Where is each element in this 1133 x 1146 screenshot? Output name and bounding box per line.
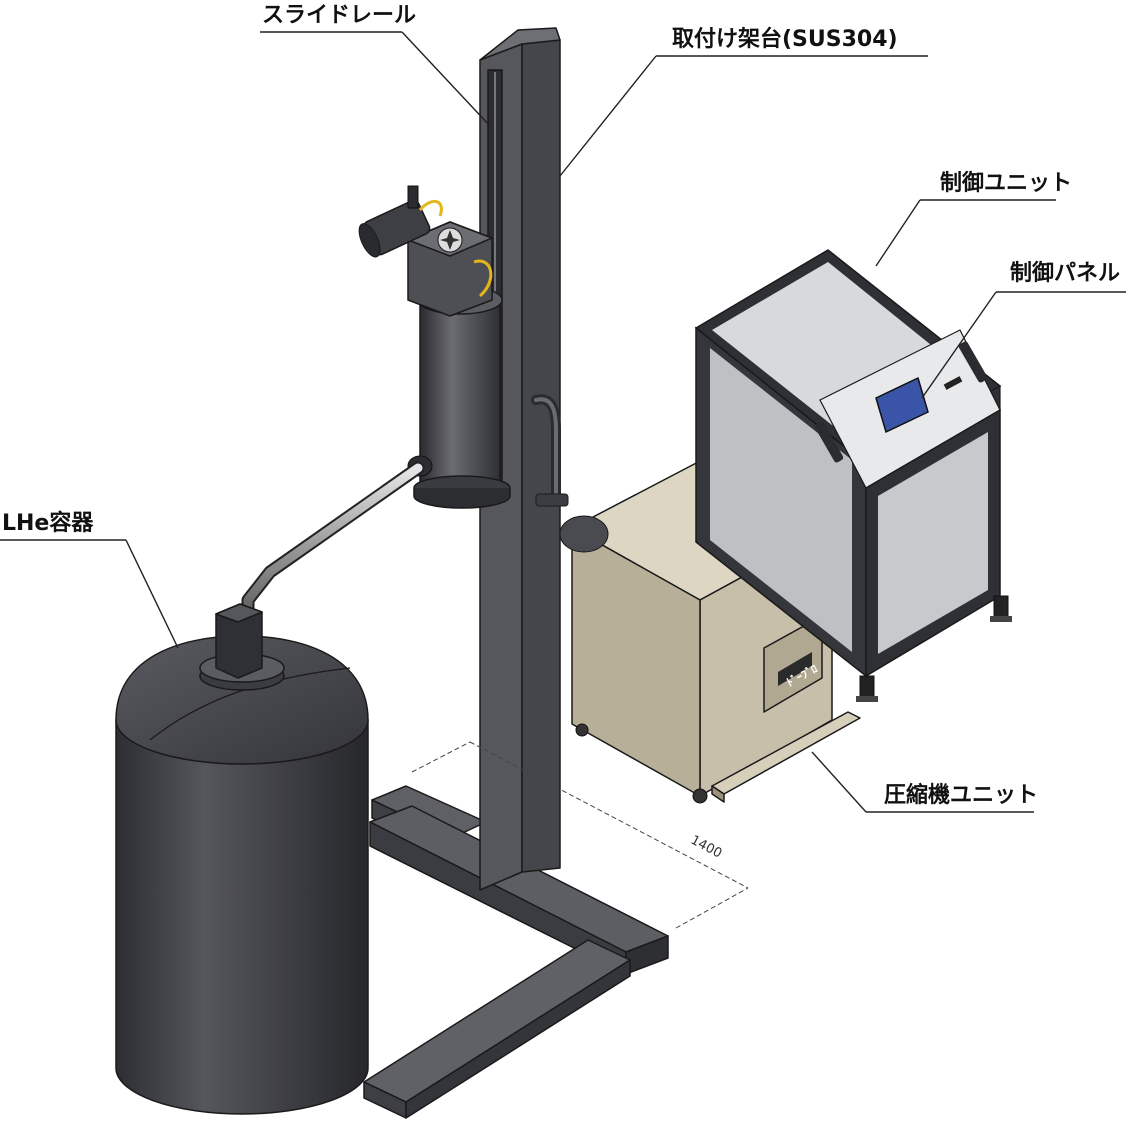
callout-mount-stand: 取付け架台(SUS304) xyxy=(559,26,928,177)
control-unit xyxy=(694,249,1012,702)
callout-lhe-container: LHe容器 xyxy=(0,510,179,649)
mount-stand-label: 取付け架台(SUS304) xyxy=(672,26,898,52)
cryocooler-assembly xyxy=(358,185,511,509)
compressor-badge xyxy=(778,652,812,686)
compressor-unit-label: 圧縮機ユニット xyxy=(884,782,1038,808)
control-unit-label: 制御ユニット xyxy=(940,170,1072,196)
transfer-pipe xyxy=(241,461,425,633)
lhe-container-label: LHe容器 xyxy=(2,510,94,536)
stand-base xyxy=(363,785,669,1119)
slide-rail-label: スライドレール xyxy=(262,3,416,28)
control-panel-label: 制御パネル xyxy=(1010,260,1120,286)
lhe-container xyxy=(115,603,369,1115)
callout-slide-rail: スライドレール xyxy=(260,3,491,127)
dimension-label: 1400 xyxy=(688,833,724,862)
column-handle xyxy=(531,394,569,507)
callout-control-panel: 制御パネル xyxy=(921,260,1126,399)
callout-compressor-unit: 圧縮機ユニット xyxy=(811,751,1038,813)
callout-control-unit: 制御ユニット xyxy=(875,170,1072,267)
control-panel-screen xyxy=(875,376,929,434)
